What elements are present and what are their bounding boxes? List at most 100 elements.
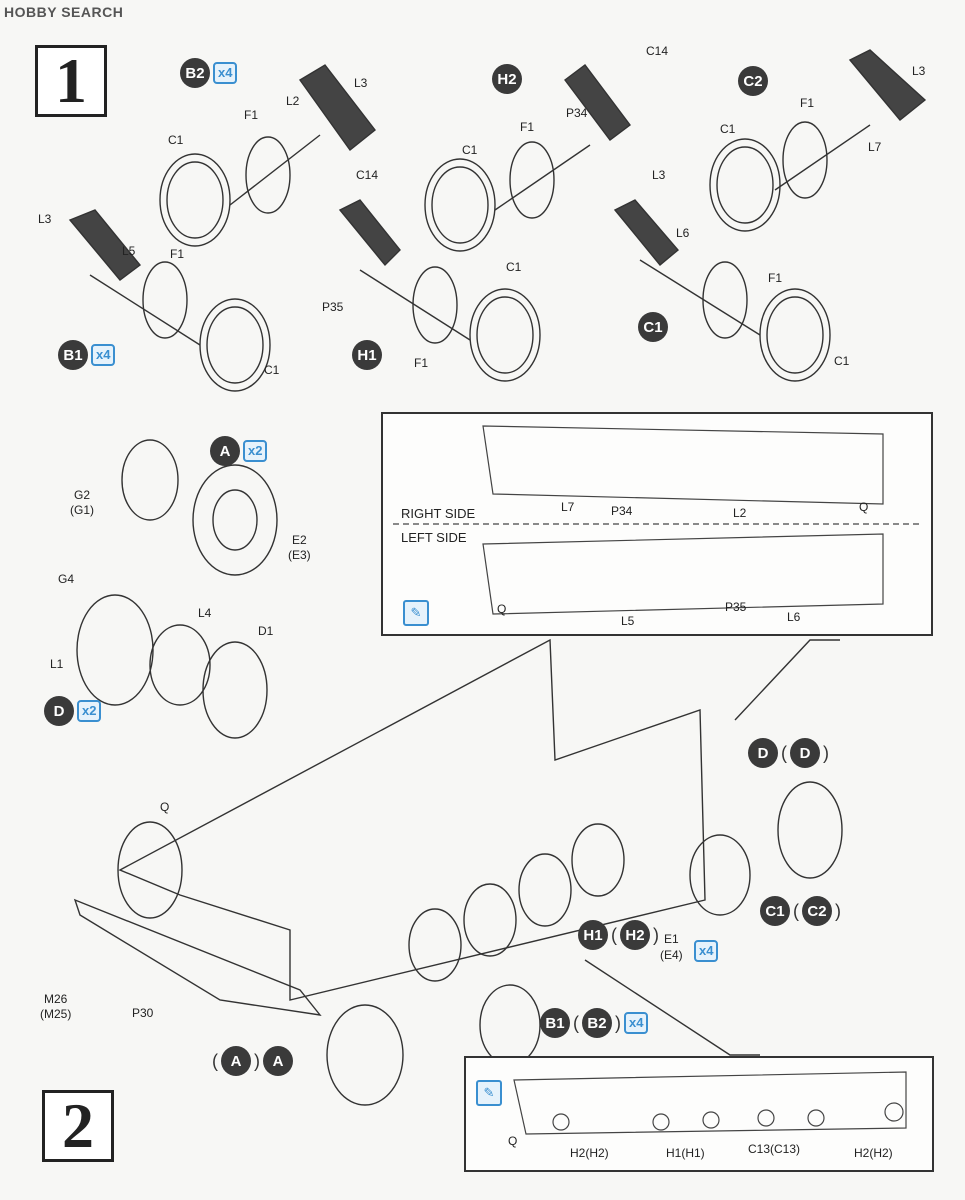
part-label: C1	[462, 143, 478, 157]
part-label: D1	[258, 624, 274, 638]
part-label: L2	[286, 94, 300, 108]
step-1-box: 1	[35, 45, 107, 117]
inset-side-views: RIGHT SIDE LEFT SIDE L7 P34 L2 Q Q L5 P3…	[381, 412, 933, 636]
glue-icon: ✎	[476, 1080, 502, 1106]
part-code-c1: C1	[638, 312, 668, 342]
part-label: G4	[58, 572, 75, 586]
quantity-badge: x4	[91, 344, 116, 366]
part-label: G2	[74, 488, 91, 502]
part-code-b2: B2	[180, 58, 210, 88]
part-label: H2(H2)	[570, 1146, 609, 1160]
part-label: H2(H2)	[854, 1146, 893, 1160]
part-label: L5	[122, 244, 136, 258]
part-label: L1	[50, 657, 64, 671]
tire-ring-drawing	[245, 136, 291, 214]
part-code-h1: H1	[578, 920, 608, 950]
part-label: (E3)	[288, 548, 311, 562]
part-label: L3	[38, 212, 52, 226]
quantity-badge: x4	[624, 1012, 649, 1034]
part-code-d: D	[44, 696, 74, 726]
glue-icon: ✎	[403, 600, 429, 626]
part-label: Q	[508, 1134, 518, 1148]
part-label: E1	[664, 932, 679, 946]
inset-wheel-layout: ✎ Q H2(H2) H1(H1) C13(C13) H2(H2)	[464, 1056, 934, 1172]
part-label: C14	[646, 44, 669, 58]
part-label: H1(H1)	[666, 1146, 705, 1160]
part-label: L6	[787, 610, 801, 624]
part-label: P30	[132, 1006, 154, 1020]
badge-a-a: ( A ) A	[212, 1046, 293, 1076]
part-label: E2	[292, 533, 307, 547]
part-label: F1	[244, 108, 259, 122]
part-label: (G1)	[70, 503, 94, 517]
road-wheel-drawing	[159, 153, 231, 247]
part-label: L4	[198, 606, 212, 620]
part-label: L3	[912, 64, 926, 78]
quantity-badge: x2	[77, 700, 102, 722]
badge-h2: H2	[492, 64, 522, 94]
part-label: C13(C13)	[748, 1142, 801, 1156]
badge-b1: B1 x4	[58, 340, 116, 370]
quantity-badge: x4	[213, 62, 238, 84]
part-code-h2: H2	[492, 64, 522, 94]
right-side-label: RIGHT SIDE	[401, 506, 476, 521]
inset-side-art	[393, 425, 923, 615]
part-label: (M25)	[40, 1007, 72, 1021]
badge-b2: B2 x4	[180, 58, 238, 88]
part-label: (E4)	[660, 948, 683, 962]
part-label: C14	[356, 168, 379, 182]
part-label: P34	[566, 106, 588, 120]
quantity-badge: x4	[694, 940, 719, 962]
badge-c2: C2	[738, 66, 768, 96]
part-label: F1	[768, 271, 783, 285]
part-label: L7	[868, 140, 882, 154]
part-label: L3	[354, 76, 368, 90]
part-code-c2: C2	[738, 66, 768, 96]
part-label: C1	[506, 260, 522, 274]
badge-c1-c2: C1 ( C2 )	[760, 896, 841, 926]
part-code-a: A	[210, 436, 240, 466]
brand-watermark: HOBBY SEARCH	[4, 4, 124, 20]
part-label: L7	[561, 500, 575, 514]
part-label: Q	[497, 602, 507, 616]
part-label: Q	[160, 800, 170, 814]
part-label: F1	[170, 247, 185, 261]
inset-wheel-art	[513, 1071, 907, 1135]
part-label: L2	[733, 506, 747, 520]
part-label: P34	[611, 504, 633, 518]
part-code-h2: H2	[620, 920, 650, 950]
part-label: P35	[725, 600, 747, 614]
badge-h1-h2: H1 ( H2 )	[578, 920, 659, 950]
part-label: F1	[800, 96, 815, 110]
part-label: C1	[264, 363, 280, 377]
part-code-c1: C1	[760, 896, 790, 926]
badge-d: D x2	[44, 696, 102, 726]
part-label: M26	[44, 992, 68, 1006]
part-code-a-alt: A	[221, 1046, 251, 1076]
part-label: F1	[520, 120, 535, 134]
part-label: C1	[834, 354, 850, 368]
badge-c1: C1	[638, 312, 668, 342]
badge-a: A x2	[210, 436, 268, 466]
part-label: C1	[720, 122, 736, 136]
part-label: L6	[676, 226, 690, 240]
quantity-badge: x2	[243, 440, 268, 462]
badge-h1: H1	[352, 340, 382, 370]
part-code-d: D	[748, 738, 778, 768]
part-label: Q	[859, 500, 869, 514]
left-side-label: LEFT SIDE	[401, 530, 467, 545]
part-code-a: A	[263, 1046, 293, 1076]
part-label: C1	[168, 133, 184, 147]
badge-d-d: D ( D )	[748, 738, 829, 768]
part-label: L3	[652, 168, 666, 182]
part-code-b2: B2	[582, 1008, 612, 1038]
step-2-box: 2	[42, 1090, 114, 1162]
part-code-h1: H1	[352, 340, 382, 370]
part-code-d-alt: D	[790, 738, 820, 768]
part-label: P35	[322, 300, 344, 314]
part-code-b1: B1	[540, 1008, 570, 1038]
badge-b1-b2: B1 ( B2 ) x4	[540, 1008, 649, 1038]
part-label: L5	[621, 614, 635, 628]
